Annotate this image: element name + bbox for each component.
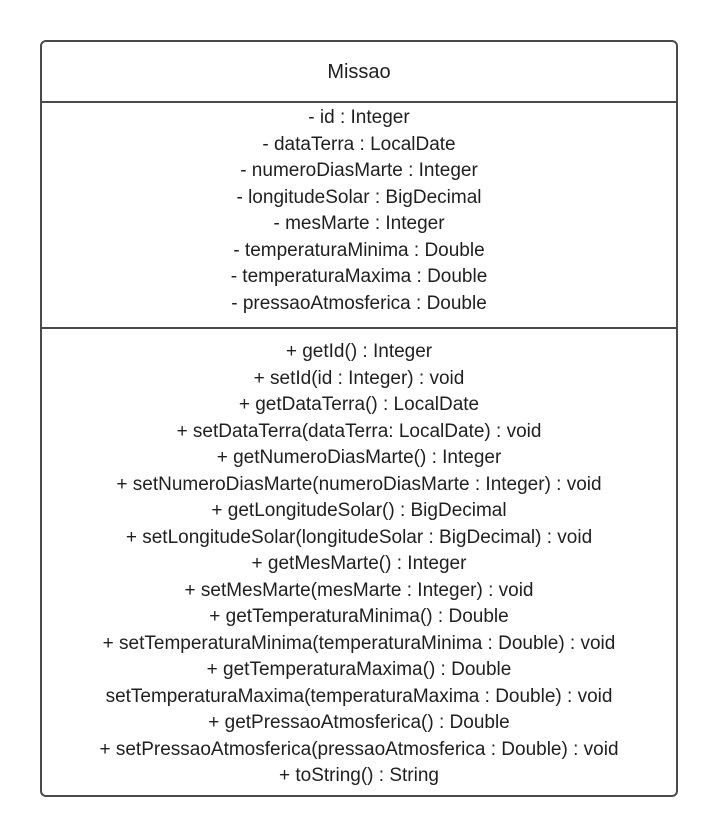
method-item: + toString() : String (279, 765, 439, 786)
method-item: + getId() : Integer (285, 341, 433, 362)
attribute-item: - temperaturaMaxima : Double (230, 266, 488, 287)
attribute-item: - dataTerra : LocalDate (262, 133, 456, 155)
method-item: + setId(id : Integer) : void (253, 367, 465, 389)
attribute-item: - id : Integer (308, 107, 410, 128)
method-item: + setLongitudeSolar(longitudeSolar : Big… (125, 526, 593, 548)
method-item: + getNumeroDiasMarte() : Integer (216, 447, 502, 468)
attribute-item: - numeroDiasMarte : Integer (240, 160, 478, 181)
class-name-compartment: Missao (42, 42, 676, 103)
method-item: + setMesMarte(mesMarte : Integer) : void (184, 579, 534, 601)
method-item: + setDataTerra(dataTerra: LocalDate) : v… (176, 420, 542, 442)
attribute-item: - mesMarte : Integer (273, 213, 445, 234)
attributes-compartment: - id : Integer - dataTerra : LocalDate -… (42, 103, 676, 329)
method-item: + getMesMarte() : Integer (251, 553, 467, 574)
method-item: + getPressaoAtmosferica() : Double (208, 712, 510, 733)
method-item: + setTemperaturaMinima(temperaturaMinima… (102, 632, 616, 654)
method-item: + getDataTerra() : LocalDate (238, 394, 480, 415)
uml-class-box: Missao - id : Integer - dataTerra : Loca… (40, 40, 678, 797)
method-item: + setNumeroDiasMarte(numeroDiasMarte : I… (116, 473, 602, 495)
method-item: + getTemperaturaMaxima() : Double (206, 659, 512, 680)
method-item: + setPressaoAtmosferica(pressaoAtmosferi… (99, 738, 619, 760)
method-item: + getLongitudeSolar() : BigDecimal (211, 500, 507, 521)
attribute-item: - temperaturaMinima : Double (233, 239, 485, 261)
method-item: setTemperaturaMaxima(temperaturaMaxima :… (105, 685, 613, 707)
method-item: + getTemperaturaMinima() : Double (209, 606, 509, 627)
attribute-item: - pressaoAtmosferica : Double (231, 292, 487, 314)
methods-compartment: + getId() : Integer + setId(id : Integer… (42, 329, 676, 795)
attribute-item: - longitudeSolar : BigDecimal (236, 186, 482, 208)
class-name: Missao (327, 60, 391, 83)
